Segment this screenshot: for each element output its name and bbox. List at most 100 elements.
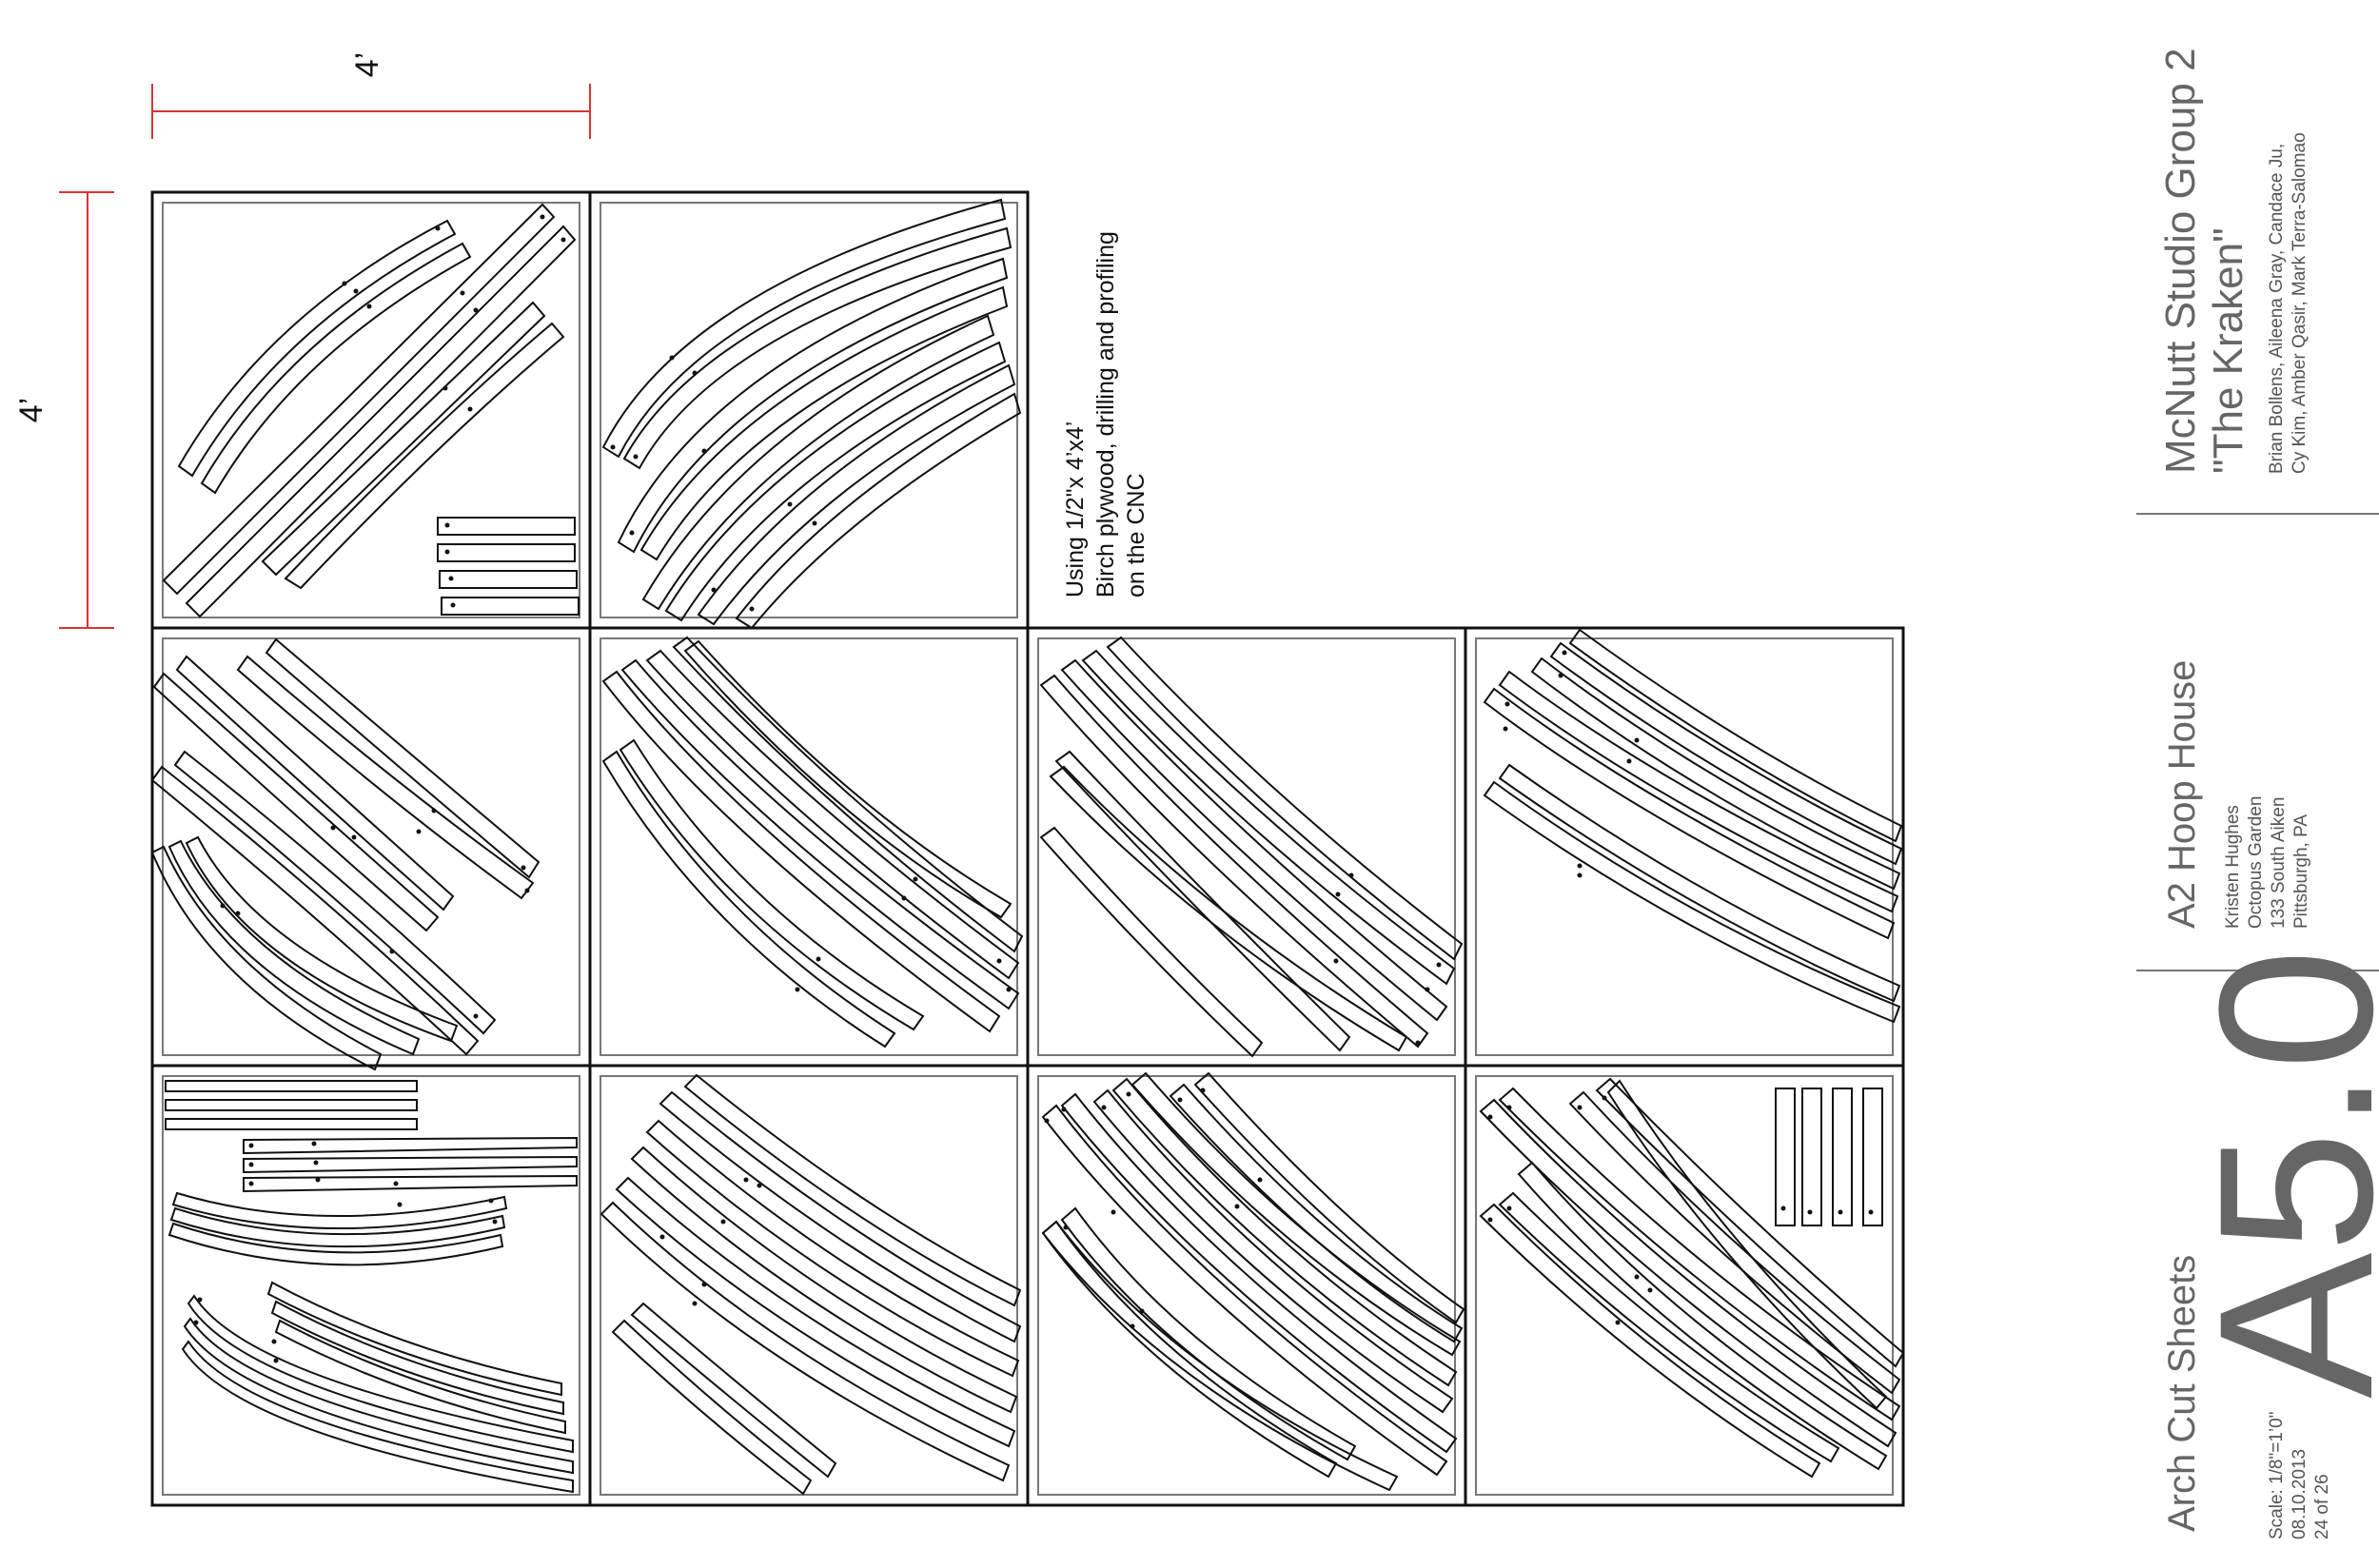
bolt-hole [1577, 863, 1583, 869]
bolt-hole [659, 1234, 665, 1240]
bolt-hole [629, 530, 635, 536]
arch-piece [639, 285, 1009, 561]
bolt-hole [560, 237, 566, 243]
team-members-line-2: Cy Kim, Amber Qasir, Mark Terra-Salomao [2290, 132, 2310, 474]
bolt-hole [795, 987, 800, 992]
bolt-hole [1562, 650, 1567, 656]
arch-piece [641, 314, 995, 611]
arch-piece [630, 1302, 837, 1479]
bolt-hole [1504, 701, 1510, 707]
sheet-title: Arch Cut Sheets [2161, 1255, 2203, 1532]
arch-piece [181, 1340, 574, 1494]
bolt-hole [1126, 1091, 1131, 1097]
arch-piece [1060, 1092, 1458, 1454]
arch-piece [1054, 750, 1351, 1052]
dimension-horizontal-label: 4’ [349, 52, 385, 77]
arch-piece [735, 392, 1022, 630]
arch-piece [167, 1222, 504, 1266]
arch-piece [1483, 780, 1901, 1024]
arch-piece [1041, 1104, 1448, 1477]
bolt-hole [701, 448, 707, 454]
title-block-group: McNutt Studio Group 2 "The Kraken" Brian… [2157, 48, 2310, 474]
bolt-hole [248, 1162, 254, 1167]
bolt-hole [313, 1160, 319, 1166]
rect-piece [441, 597, 580, 616]
arch-piece [175, 655, 455, 911]
bolt-hole [1506, 1105, 1512, 1110]
arch-piece [1530, 657, 1901, 891]
note-line-3: on the CNC [1123, 473, 1150, 598]
arch-piece [1606, 1079, 1888, 1410]
bolt-hole [812, 520, 817, 526]
bolt-hole [521, 865, 526, 871]
bolt-hole [1615, 1320, 1621, 1325]
arch-piece [1498, 763, 1901, 1003]
arch-piece [183, 1317, 574, 1475]
sheet-border [600, 637, 1018, 1056]
rect-piece [437, 517, 576, 536]
sheet-scale: Scale: 1/8"=1’0" [2267, 1412, 2287, 1539]
arch-piece [697, 363, 1016, 626]
bolt-hole [1139, 1308, 1145, 1314]
arch-piece [1595, 1077, 1905, 1368]
bolt-hole [743, 1177, 749, 1183]
arch-piece [1041, 1220, 1399, 1492]
bolt-hole [450, 602, 456, 608]
bolt-hole [1807, 1209, 1813, 1215]
bolt-hole [351, 834, 357, 840]
sheet-border [588, 190, 1030, 630]
bolt-hole [787, 501, 793, 507]
bolt-hole [448, 576, 454, 581]
arch-piece [185, 225, 577, 618]
arch-pieces [150, 198, 1905, 1496]
arch-piece [1039, 826, 1264, 1058]
arch-piece [261, 301, 546, 577]
sheet-border [162, 1075, 580, 1496]
bolt-hole [1634, 737, 1640, 743]
arch-piece [1479, 1203, 1821, 1479]
sheet-border [600, 1075, 1018, 1496]
arch-piece [1131, 1071, 1462, 1357]
dimension-vertical: 4’ [13, 191, 114, 629]
rect-piece [439, 570, 578, 589]
bolt-hole [1111, 1209, 1116, 1215]
arch-piece [243, 1136, 578, 1155]
sheet-r2c4 [1464, 626, 1905, 1068]
bolt-hole [1415, 1040, 1421, 1046]
bolt-hole [366, 304, 372, 309]
arch-piece [270, 1300, 564, 1416]
dimension-vertical-label: 4’ [13, 398, 49, 422]
cnc-note: Using 1/2"x 4’x4’ Birch plywood, drillin… [1062, 231, 1150, 598]
arch-piece [1060, 1206, 1357, 1461]
arch-piece [265, 637, 541, 879]
arch-piece [169, 1206, 506, 1248]
client-line-2: Octopus Garden [2246, 796, 2266, 929]
arch-piece [284, 322, 565, 590]
sheet-r2c1 [150, 626, 592, 1068]
arch-piece [236, 655, 535, 900]
project-nickname: "The Kraken" [2205, 227, 2251, 474]
bolt-hole [524, 888, 530, 893]
arch-piece [1081, 649, 1456, 986]
rect-piece [165, 1099, 418, 1111]
bolt-hole [444, 549, 450, 555]
rect-piece [1862, 1088, 1883, 1226]
client-line-4: Pittsburgh, PA [2291, 814, 2311, 929]
bolt-hole [1487, 1114, 1493, 1120]
bolt-hole [816, 956, 821, 962]
arch-piece [1193, 1071, 1465, 1324]
bolt-hole [1838, 1209, 1843, 1215]
bolt-hole [692, 1301, 698, 1306]
title-block-sheet: Arch Cut Sheets Scale: 1/8"=1’0" 08.10.2… [2161, 949, 2379, 1539]
sheet-border [150, 1064, 592, 1507]
rect-piece [1801, 1088, 1822, 1226]
bolt-hole [235, 911, 241, 916]
arch-piece [601, 198, 1007, 459]
arch-piece [645, 649, 1020, 980]
sheet-border [1026, 626, 1467, 1068]
arch-piece [601, 670, 1001, 1033]
bolt-hole [220, 903, 226, 909]
bolt-hole [467, 406, 473, 412]
arch-piece [672, 636, 1024, 953]
